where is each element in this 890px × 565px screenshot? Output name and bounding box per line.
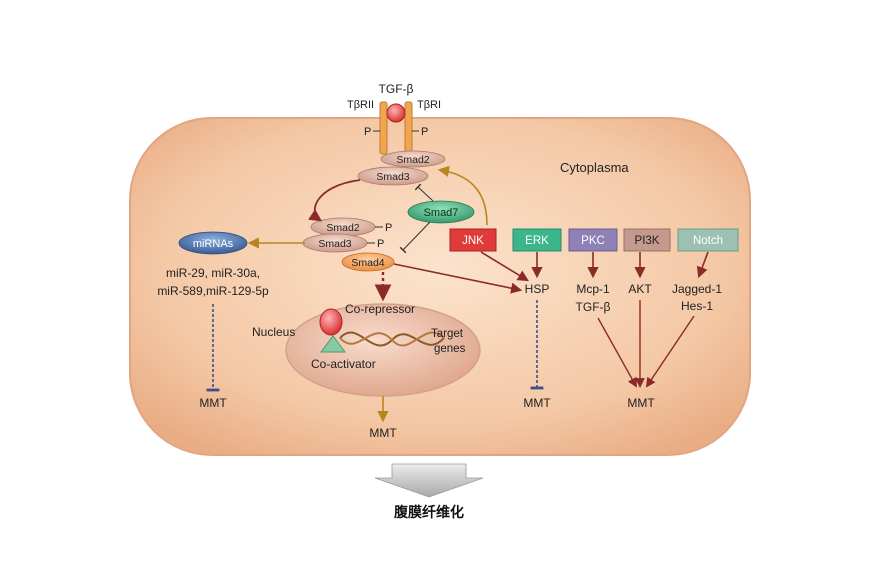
jagged-to-mmt-arrow [645,315,695,388]
outcome-label: 腹膜纤维化 [394,504,464,520]
erk-label: ERK [525,235,549,247]
mmt-label-hsp: MMT [523,396,551,410]
mirnas-label: miRNAs [193,238,234,250]
target-genes-line2: genes [434,343,466,355]
erk-box [512,228,562,252]
tbrii-receptor [379,101,388,155]
smad2-complex-label: Smad2 [326,222,359,234]
smad7-node [407,200,475,224]
mirna-list-line1: miR-29, miR-30a, [166,266,260,280]
smad2-node-top [380,150,446,168]
hsp-label: HSP [525,282,550,296]
mmt-label-nucleus: MMT [369,426,397,440]
smad7-inhibit-complex [399,221,431,254]
tgf-beta-ligand [386,103,406,123]
smad4-node [341,252,395,272]
smad3-top-label: Smad3 [376,171,409,183]
target-genes-line1: Target [431,328,464,340]
receptor-complex: P P [364,101,428,155]
smad3-to-complex-arrow [308,179,361,222]
smad4-to-hsp-arrow [393,263,523,294]
mmt-label-right: MMT [627,396,655,410]
cytoplasm-label: Cytoplasma [560,160,629,175]
kinase-jnk: JNK [449,228,497,252]
jagged-label: Jagged-1 [672,282,722,296]
coactivator-shape [320,335,346,353]
nucleus-label: Nucleus [252,325,295,339]
smad2-top-label: Smad2 [396,154,429,166]
smad7-inhibit-smad3 [414,183,434,202]
kinase-erk: ERK [512,228,562,252]
corepressor-shape [319,308,343,336]
cell-membrane [129,117,751,456]
receptor-phospho-right: P [421,126,428,138]
pi3k-box [623,228,671,252]
tgfb-target-label: TGF-β [576,300,611,314]
receptor-phospho-left: P [364,126,371,138]
jnk-box [449,228,497,252]
mirnas-node [178,231,248,255]
jnk-label: JNK [462,235,484,247]
akt-label: AKT [628,282,652,296]
smad3-phospho: P [377,238,384,250]
jnk-to-smad3-arrow [437,165,488,226]
tbri-label: TβRI [417,99,441,111]
pi3k-label: PI3K [635,235,660,247]
tgf-beta-label: TGF-β [379,82,414,96]
dna-helix [339,331,445,347]
tbrii-label: TβRII [347,99,374,111]
smad2-phospho: P [385,222,392,234]
kinase-pi3k: PI3K [623,228,671,252]
smad4-label: Smad4 [351,257,384,269]
smad3-complex-label: Smad3 [318,238,351,250]
notch-label: Notch [693,235,723,247]
smad3-node-top [357,166,429,186]
kinase-pkc: PKC [568,228,618,252]
tbri-receptor [404,101,413,155]
mmt-label-mirna: MMT [199,396,227,410]
kinase-notch: Notch [677,228,739,252]
coactivator-label: Co-activator [311,357,376,371]
pkc-label: PKC [581,235,605,247]
notch-box [677,228,739,252]
mcp1-label: Mcp-1 [576,282,610,296]
hes-label: Hes-1 [681,299,713,313]
mirna-list-line2: miR-589,miR-129-5p [157,284,269,298]
smad7-label: Smad7 [424,207,459,219]
mcp1-to-mmt-arrow [597,317,637,388]
pkc-box [568,228,618,252]
jnk-to-hsp-arrow [480,251,529,282]
corepressor-label: Co-repressor [345,302,415,316]
outcome-arrow [374,463,484,498]
notch-to-jagged-arrow [696,251,709,279]
